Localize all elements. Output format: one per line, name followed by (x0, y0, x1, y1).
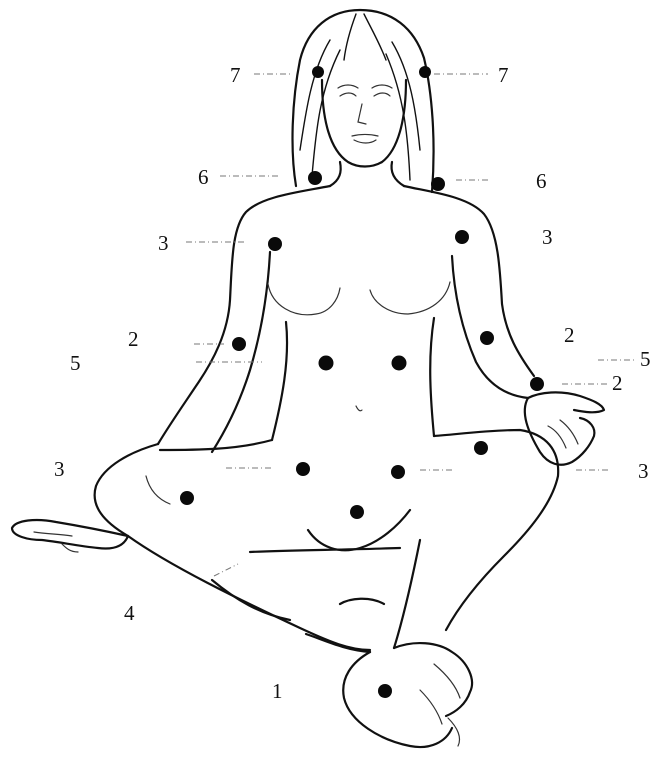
label-1: 1 (272, 679, 283, 703)
label-2-left: 2 (128, 327, 139, 351)
legs (95, 430, 559, 652)
label-3-upper-right: 3 (542, 225, 553, 249)
point-2-arm-left (232, 337, 246, 351)
point-2-arm-right (480, 331, 494, 345)
label-3-lower-right: 3 (638, 459, 649, 483)
torso (158, 162, 534, 452)
point-6-left (308, 171, 322, 185)
label-7-left: 7 (230, 63, 241, 87)
label-2-right: 2 (564, 323, 575, 347)
label-6-right: 6 (536, 169, 547, 193)
point-3-chest-right (455, 230, 469, 244)
point-6-right (431, 177, 445, 191)
point-3-chest-left (268, 237, 282, 251)
label-5-left: 5 (70, 351, 81, 375)
label-3-lower-left: 3 (54, 457, 65, 481)
label-6-left: 6 (198, 165, 209, 189)
points (180, 66, 544, 698)
face (322, 80, 406, 167)
label-5-right: 5 (640, 347, 651, 371)
label-3-upper-left: 3 (158, 231, 169, 255)
number-labels: 7 7 6 6 3 3 2 5 2 5 2 3 3 4 1 (54, 63, 651, 703)
label-4: 4 (124, 601, 135, 625)
label-2-wrist: 2 (612, 371, 623, 395)
point-5-abdomen-right (392, 356, 407, 371)
point-5-abdomen-left (319, 356, 334, 371)
right-hand (525, 392, 604, 464)
label-7-right: 7 (498, 63, 509, 87)
point-4-center (350, 505, 364, 519)
point-3-hip-right (391, 465, 405, 479)
hair (293, 10, 434, 192)
point-3-knee-right (474, 441, 488, 455)
point-2-wrist (530, 377, 544, 391)
point-3-hip-left (296, 462, 310, 476)
point-4-thigh-left (180, 491, 194, 505)
point-7-left (312, 66, 324, 78)
point-1-foot (378, 684, 392, 698)
bottom-foot (343, 643, 472, 747)
point-7-right (419, 66, 431, 78)
